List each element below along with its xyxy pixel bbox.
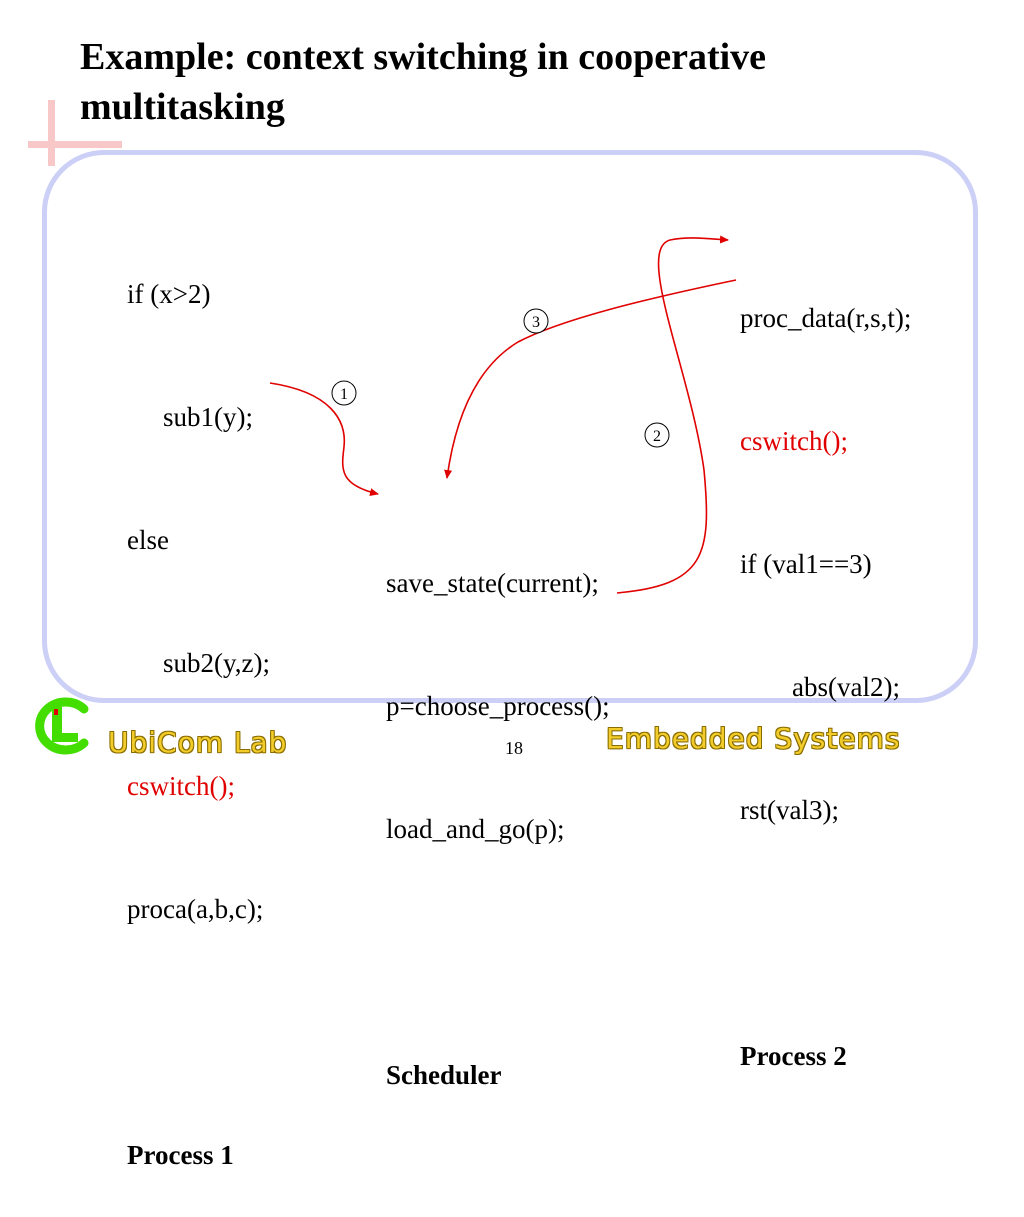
cswitch-call-process1: cswitch(); — [127, 771, 235, 801]
code-line: load_and_go(p); — [386, 814, 565, 844]
footer-lab-name: UbiCom Lab — [108, 726, 288, 759]
step-marker-3: 3 — [523, 308, 549, 334]
scheduler-label: Scheduler — [386, 1060, 502, 1090]
code-line: proca(a,b,c); — [127, 894, 264, 924]
step-marker-1: 1 — [331, 380, 357, 406]
slide-title: Example: context switching in cooperativ… — [80, 36, 767, 128]
flow-arrows: 1 2 3 — [269, 235, 737, 594]
step-number: 1 — [340, 386, 348, 403]
decor-horizontal-bar — [28, 141, 122, 148]
arrow-step-2 — [616, 235, 729, 594]
step-number: 3 — [532, 314, 540, 331]
code-line: else — [127, 525, 169, 555]
content-frame — [42, 150, 978, 703]
footer-course-name: Embedded Systems — [606, 722, 901, 755]
step-marker-2: 2 — [644, 422, 670, 448]
step-number: 2 — [653, 428, 661, 445]
code-line: sub1(y); — [163, 402, 253, 432]
code-line: if (x>2) — [127, 279, 211, 309]
code-line: abs(val2); — [792, 672, 900, 702]
process2-label: Process 2 — [740, 1041, 847, 1071]
arrow-step-1 — [269, 382, 379, 497]
page-number: 18 — [505, 738, 523, 758]
code-line: p=choose_process(); — [386, 691, 610, 721]
code-line: proc_data(r,s,t); — [740, 303, 912, 333]
code-line: sub2(y,z); — [163, 648, 270, 678]
code-line: save_state(current); — [386, 568, 599, 598]
process1-label: Process 1 — [127, 1140, 234, 1170]
ubicom-logo-icon — [35, 697, 89, 755]
code-line: rst(val3); — [740, 795, 839, 825]
decor-vertical-bar — [48, 100, 55, 166]
arrow-step-3 — [444, 279, 737, 479]
code-line: if (val1==3) — [740, 549, 872, 579]
cswitch-call-process2: cswitch(); — [740, 426, 848, 456]
